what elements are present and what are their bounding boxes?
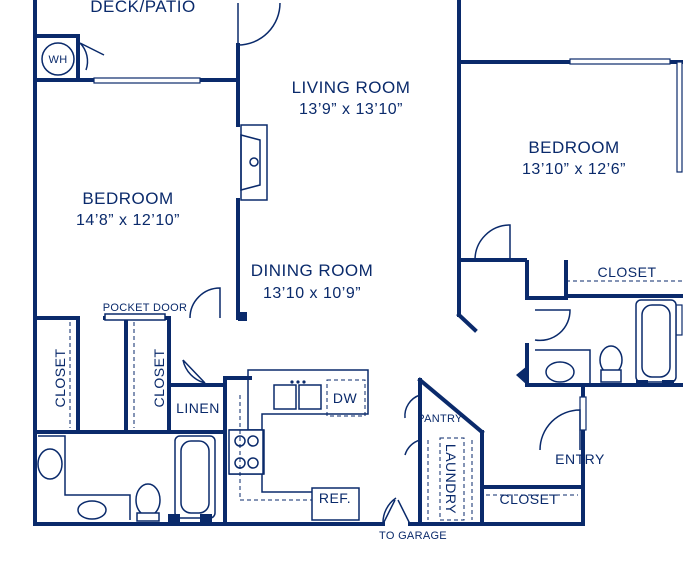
living-room-label: LIVING ROOM <box>292 78 411 97</box>
to-garage-label: TO GARAGE <box>379 530 447 542</box>
refrigerator-label: REF. <box>319 490 351 506</box>
doors <box>79 2 581 525</box>
closet-left-a-label: CLOSET <box>52 348 68 407</box>
dining-room-size: 13’10 x 10’9” <box>263 285 361 302</box>
deck-patio-label: DECK/PATIO <box>90 0 195 16</box>
entry-label: ENTRY <box>555 451 605 467</box>
living-room-size: 13’9” x 13’10” <box>299 101 403 118</box>
closet-right-label: CLOSET <box>597 264 656 280</box>
fixtures <box>37 42 683 522</box>
linen-label: LINEN <box>176 400 220 416</box>
windows <box>93 58 683 431</box>
closet-entry-label: CLOSET <box>499 491 558 507</box>
pantry-label: PANTRY <box>417 413 463 425</box>
water-heater-label: WH <box>49 54 68 66</box>
closet-left-b-label: CLOSET <box>151 348 167 407</box>
labels: DECK/PATIO WH LIVING ROOM 13’9” x 13’10”… <box>49 0 656 542</box>
bedroom-left-label: BEDROOM <box>82 189 173 208</box>
bedroom-left-size: 14’8” x 12’10” <box>76 212 180 229</box>
dining-room-label: DINING ROOM <box>251 261 374 280</box>
bedroom-right-size: 13’10” x 12’6” <box>522 161 626 178</box>
pocket-door-label: POCKET DOOR <box>103 302 187 314</box>
dishwasher-label: DW <box>333 390 358 406</box>
laundry-label: LAUNDRY <box>443 444 459 514</box>
bedroom-right-label: BEDROOM <box>528 138 619 157</box>
